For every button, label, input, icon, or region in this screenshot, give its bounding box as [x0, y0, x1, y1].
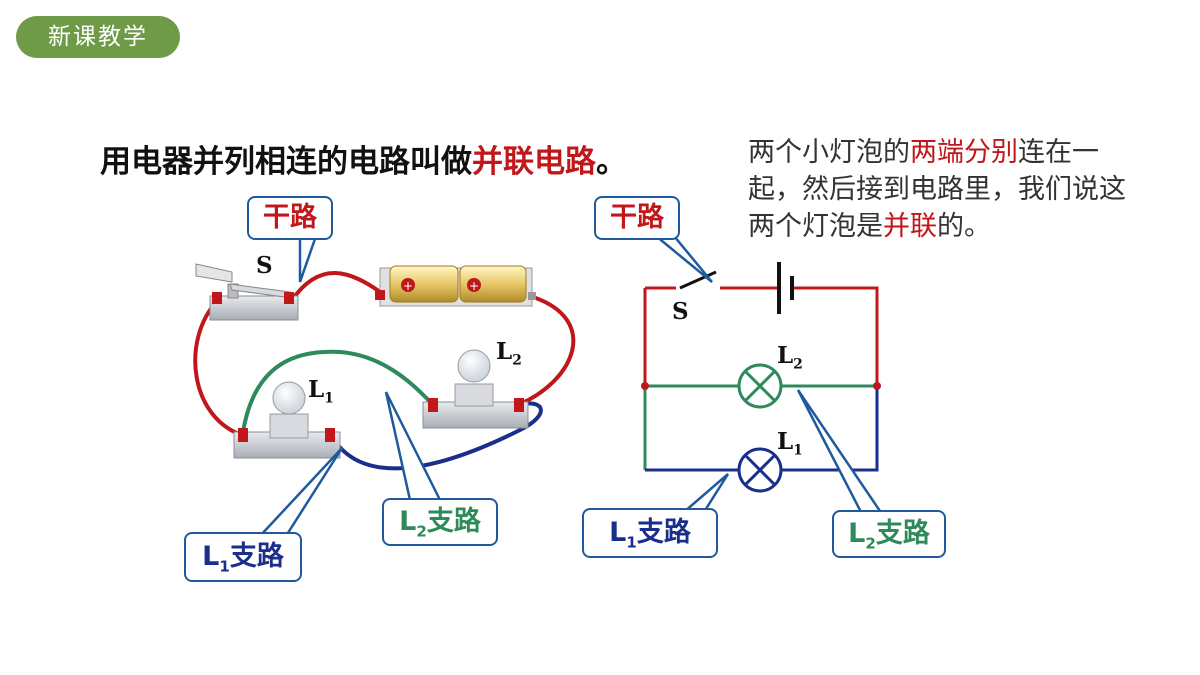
section-tag: 新课教学 — [16, 16, 180, 58]
headline-end: 。 — [596, 144, 627, 180]
pointer-left-branch1 — [257, 447, 344, 538]
battery-pack: + + — [375, 265, 536, 307]
bulb-l2 — [422, 349, 529, 429]
left-branch1-callout: L1支路 — [184, 532, 302, 582]
right-branch2-callout: L2支路 — [832, 510, 946, 558]
pointer-left-main — [298, 234, 318, 283]
schematic — [641, 262, 881, 493]
left-switch-label: S — [256, 252, 273, 279]
headline-highlight: 并联电路 — [472, 144, 596, 180]
explanation-text: 两个小灯泡的两端分别连在一起，然后接到电路里，我们说这两个灯泡是并联的。 — [748, 134, 1128, 245]
pointer-right-main — [652, 234, 713, 283]
desc-part3: 的。 — [937, 211, 991, 242]
left-branch2-callout: L2支路 — [382, 498, 498, 546]
left-bulb2-label: L2 — [496, 338, 522, 369]
right-branch1-callout: L1支路 — [582, 508, 718, 558]
left-bulb1-label: L1 — [308, 376, 334, 407]
wire-main-battery-right — [519, 295, 576, 406]
pointer-right-branch1 — [680, 473, 730, 514]
svg-text:+: + — [403, 279, 413, 293]
desc-part2: 连在一起，然后接到电路里，我们说这两个灯泡是 — [748, 137, 1126, 242]
desc-highlight-1: 两端分别 — [910, 137, 1018, 168]
right-bulb1-label: L1 — [777, 428, 803, 459]
desc-part1: 两个小灯泡的 — [748, 137, 910, 168]
left-main-callout: 干路 — [247, 196, 333, 240]
bulb-l1 — [233, 381, 341, 459]
wire-branch1-blue — [328, 401, 543, 471]
right-bulb2-label: L2 — [777, 342, 803, 373]
desc-highlight-2: 并联 — [883, 211, 937, 242]
right-switch-label: S — [672, 298, 689, 325]
svg-text:+: + — [469, 279, 479, 293]
wire-main-switch-left — [193, 298, 246, 438]
definition-headline: 用电器并列相连的电路叫做并联电路。 — [100, 136, 627, 181]
headline-text: 用电器并列相连的电路叫做 — [100, 144, 472, 180]
right-main-callout: 干路 — [594, 196, 680, 240]
wire-branch2-green — [241, 349, 434, 433]
pointer-right-branch2 — [796, 389, 885, 516]
wire-main-switch-battery — [290, 271, 385, 302]
knife-switch — [195, 263, 299, 321]
